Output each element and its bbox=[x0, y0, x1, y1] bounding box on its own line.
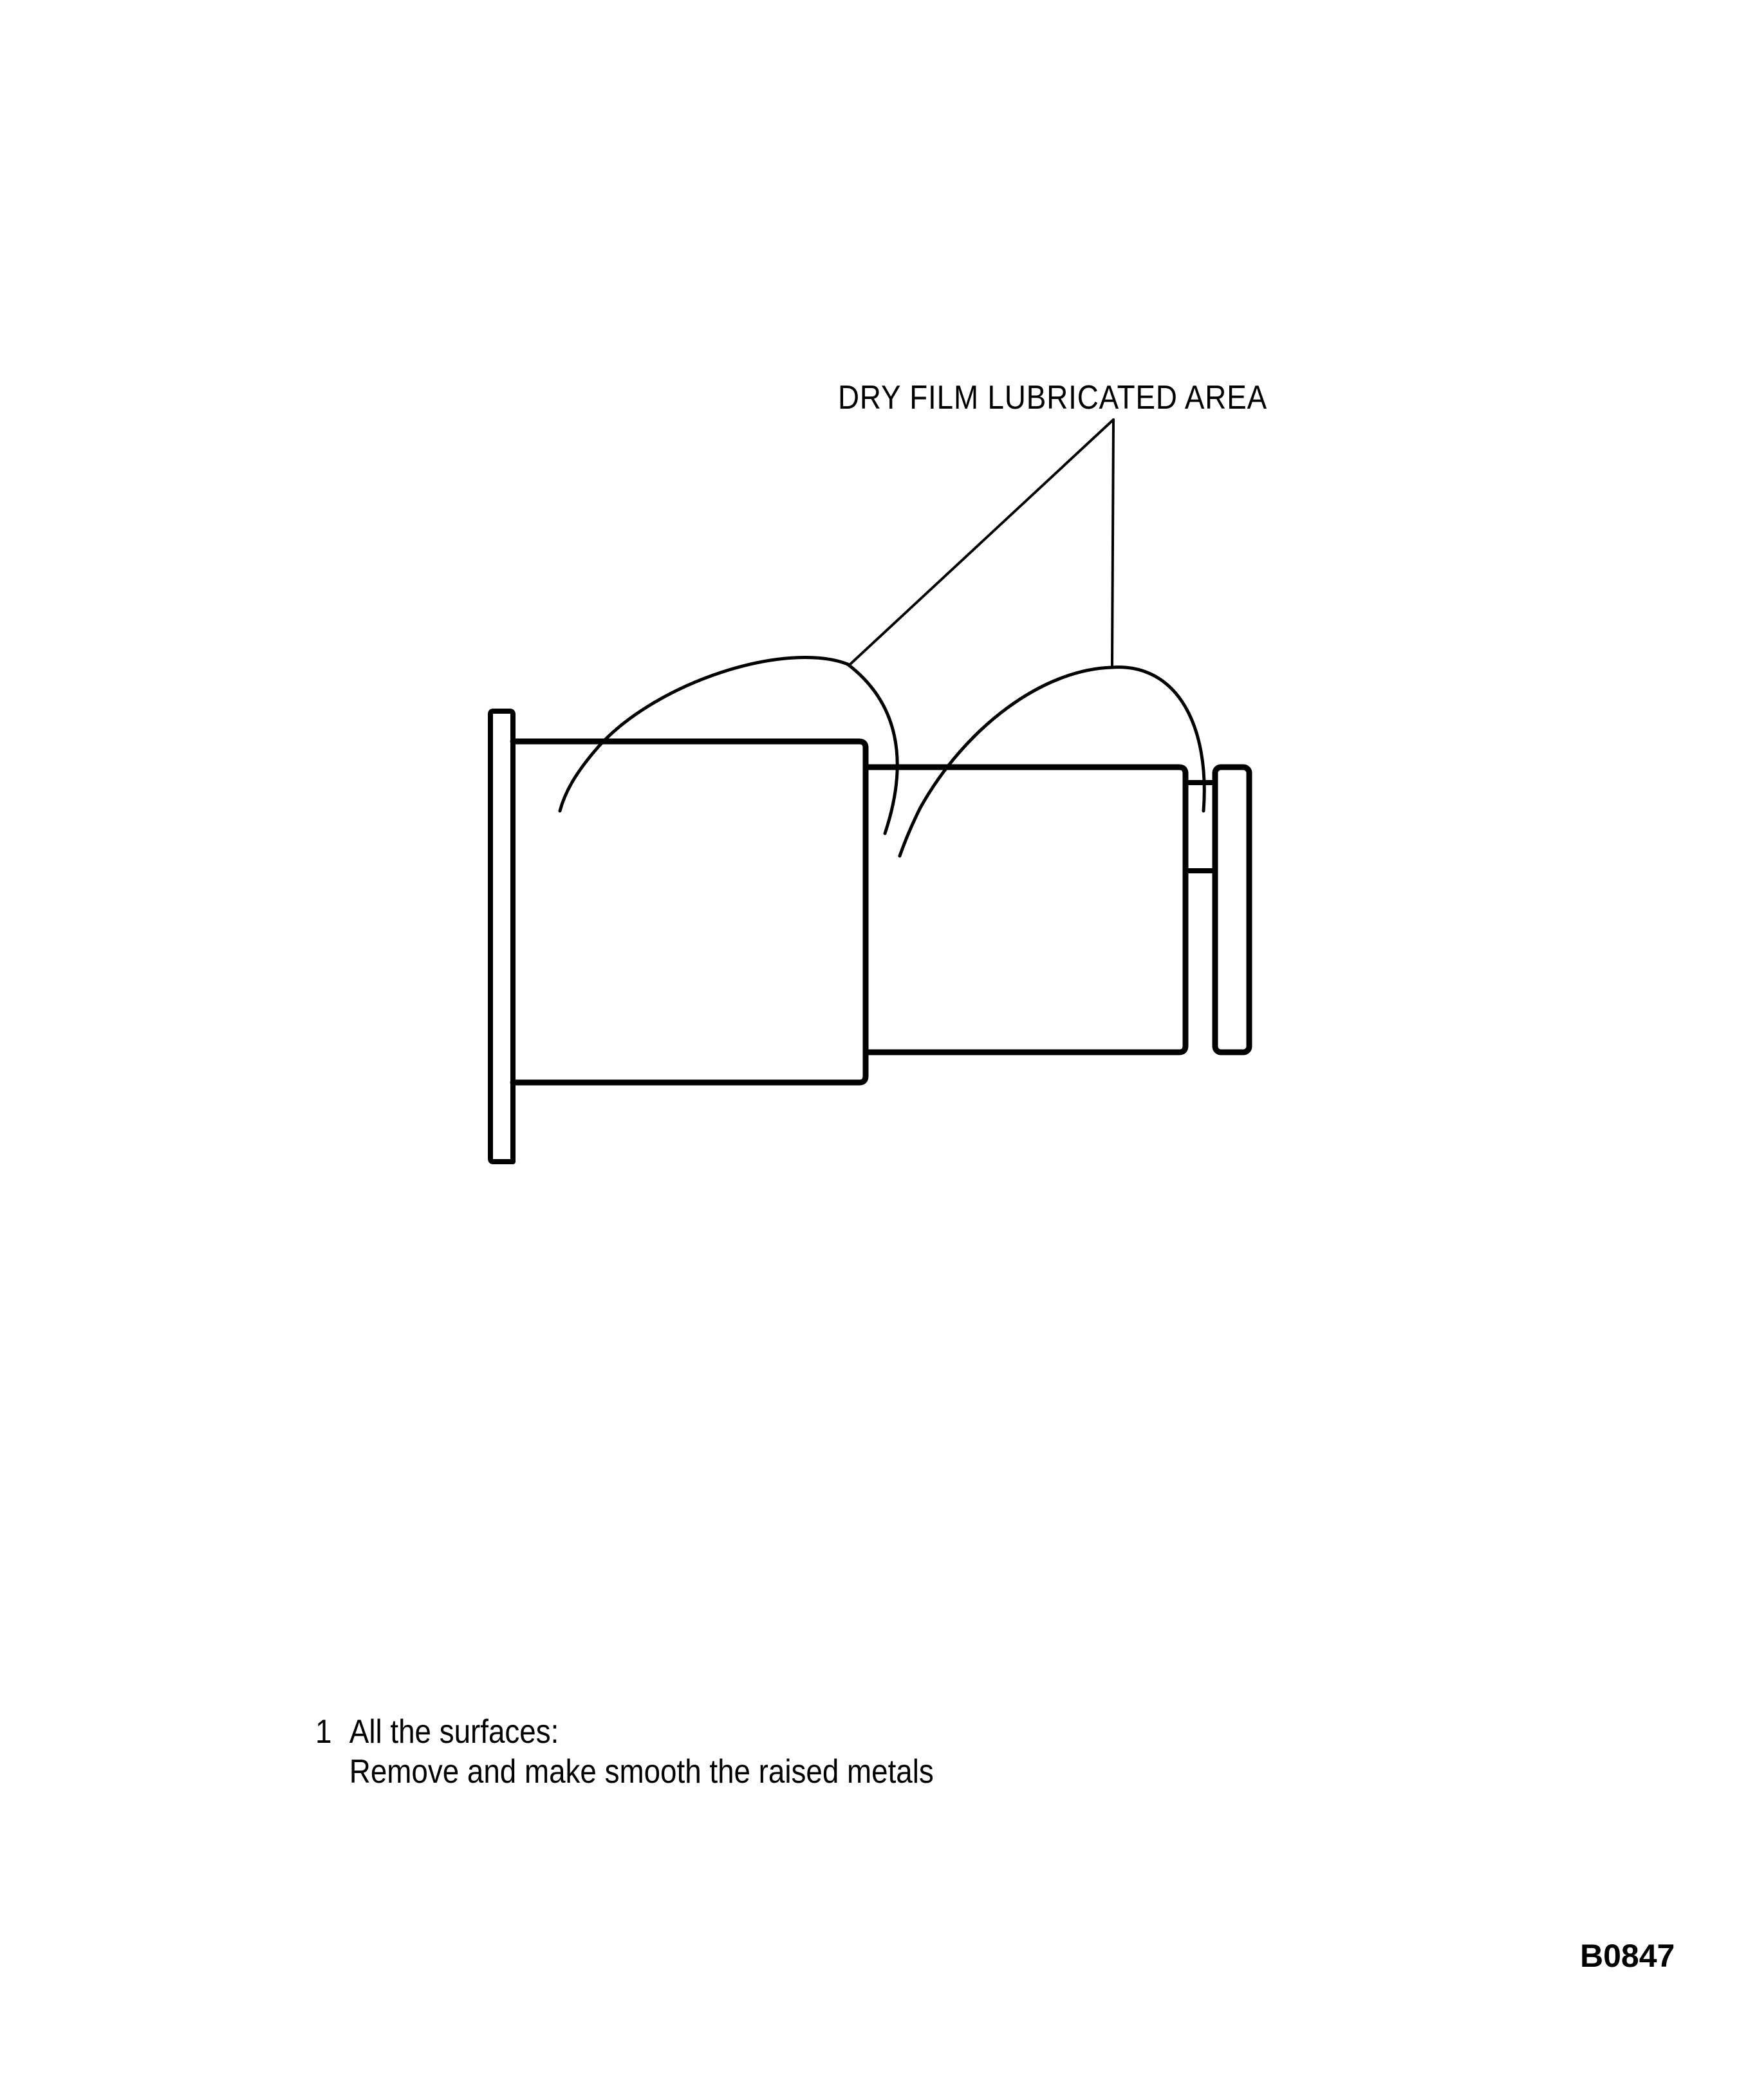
arrow-curve-to-large-cyl bbox=[846, 662, 899, 835]
arrow-curve-to-small-cyl bbox=[898, 665, 1114, 858]
callout-label: DRY FILM LUBRICATED AREA bbox=[838, 379, 1268, 416]
note-line-1: All the surfaces: bbox=[349, 1713, 559, 1751]
leader-line-left bbox=[848, 418, 1115, 666]
note: 1 All the surfaces: Remove and make smoot… bbox=[315, 1712, 934, 1792]
note-number: 1 bbox=[315, 1713, 332, 1751]
large-cylinder bbox=[510, 738, 869, 1086]
end-cap bbox=[1212, 764, 1252, 1055]
arrow-curve-to-flange bbox=[558, 656, 850, 813]
flange-outline bbox=[488, 709, 516, 1164]
leader-line-right bbox=[1111, 418, 1115, 667]
note-line-2: Remove and make smooth the raised metals bbox=[349, 1753, 934, 1790]
arrow-curve-to-end bbox=[1110, 665, 1206, 813]
small-cylinder bbox=[862, 764, 1189, 1055]
figure-id: B0847 bbox=[1580, 1938, 1675, 1974]
